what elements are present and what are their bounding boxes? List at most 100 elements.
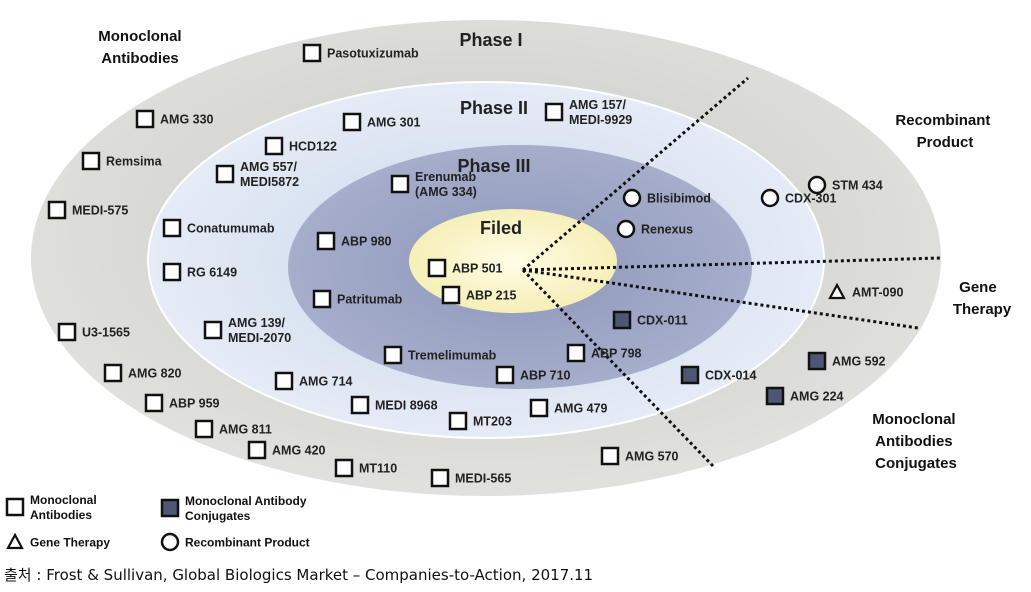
filled-square-marker-icon [160,498,180,518]
product-label: AMT-090 [852,286,903,300]
legend-label: Recombinant Product [185,536,310,550]
open-square-marker-icon [342,112,362,132]
product-item: ABP 798 [566,343,642,363]
open-square-marker-icon [544,102,564,122]
open-square-marker-icon [334,458,354,478]
open-square-marker-icon [316,231,336,251]
product-item: AMG 330 [135,109,214,129]
open-square-marker-icon [495,365,515,385]
sector-label-conjugates: Monoclonal Antibodies Conjugates [872,411,960,472]
product-item: Erenumab(AMG 334) [390,170,477,199]
product-item: AMG 139/MEDI-2070 [203,316,291,345]
product-item: HCD122 [264,136,337,156]
product-label: CDX-014 [705,369,756,383]
circle-marker-icon [622,188,642,208]
product-label: STM 434 [832,179,883,193]
product-item: Remsima [81,151,163,171]
circle-marker-icon [807,175,827,195]
sector-label-gene: Gene Therapy [953,279,1012,318]
open-square-marker-icon [383,345,403,365]
product-item: ABP 959 [144,393,220,413]
pipeline-diagram: Phase I Phase II Phase III Filed Monoclo… [5,20,1012,552]
open-square-marker-icon [302,43,322,63]
open-square-marker-icon [448,411,468,431]
product-item: AMG 820 [103,363,182,383]
product-item: AMG 224 [765,386,844,406]
product-item: ABP 980 [316,231,392,251]
product-label: AMG 139/MEDI-2070 [228,316,291,345]
circle-marker-icon [616,219,636,239]
circle-marker-icon [160,532,180,552]
product-label: MEDI 8968 [375,399,438,413]
product-label: AMG 570 [625,450,679,464]
legend-item: Gene Therapy [6,532,110,550]
product-item: CDX-011 [612,310,688,330]
product-label: MEDI-565 [455,472,511,486]
product-label: AMG 330 [160,113,214,127]
product-item: Tremelimumab [383,345,497,365]
product-label: ABP 501 [452,262,503,276]
open-square-marker-icon [312,289,332,309]
open-square-marker-icon [5,497,25,517]
product-label: MT203 [473,415,512,429]
product-item: CDX-014 [680,365,756,385]
product-item: MT203 [448,411,512,431]
product-label: MT110 [359,462,397,476]
product-item: MT110 [334,458,397,478]
product-item: STM 434 [807,175,883,195]
product-item: Pasotuxizumab [302,43,419,63]
product-label: AMG 157/MEDI-9929 [569,98,632,127]
product-label: Renexus [641,223,693,237]
product-label: AMG 811 [219,423,272,437]
product-item: AMG 301 [342,112,421,132]
product-item: Patritumab [312,289,403,309]
open-square-marker-icon [203,320,223,340]
product-label: Conatumumab [187,222,275,236]
product-label: ABP 959 [169,397,220,411]
product-item: AMG 570 [600,446,679,466]
open-square-marker-icon [103,363,123,383]
open-square-marker-icon [441,285,461,305]
sector-dividers [521,76,941,468]
open-square-marker-icon [162,218,182,238]
open-square-marker-icon [162,262,182,282]
open-square-marker-icon [144,393,164,413]
filled-square-marker-icon [680,365,700,385]
product-label: AMG 301 [367,116,421,130]
open-square-marker-icon [264,136,284,156]
open-square-marker-icon [57,322,77,342]
product-item: Conatumumab [162,218,275,238]
product-item: AMG 592 [807,351,886,371]
product-label: AMG 479 [554,402,608,416]
open-square-marker-icon [430,468,450,488]
open-square-marker-icon [274,371,294,391]
product-label: CDX-301 [785,192,836,206]
open-square-marker-icon [247,440,267,460]
phase1-label: Phase I [459,30,522,50]
product-label: AMG 557/MEDI5872 [240,160,299,189]
open-square-marker-icon [81,151,101,171]
product-label: ABP 710 [520,369,571,383]
divider-gene-conjugates [522,268,919,330]
product-label: Pasotuxizumab [327,47,419,61]
product-item: Blisibimod [622,188,711,208]
product-label: Patritumab [337,293,403,307]
legend-item: Recombinant Product [160,532,310,552]
product-label: Remsima [106,155,163,169]
product-label: AMG 592 [832,355,886,369]
product-item: ABP 501 [427,258,503,278]
product-item: Renexus [616,219,693,239]
product-label: Tremelimumab [408,349,497,363]
product-item: U3-1565 [57,322,130,342]
phase2-label: Phase II [460,98,528,118]
divider-mab-recombinant [522,76,749,272]
filled-square-marker-icon [807,351,827,371]
product-label: AMG 714 [299,375,353,389]
triangle-marker-icon [828,282,846,300]
product-label: ABP 215 [466,289,517,303]
product-item: AMG 714 [274,371,353,391]
